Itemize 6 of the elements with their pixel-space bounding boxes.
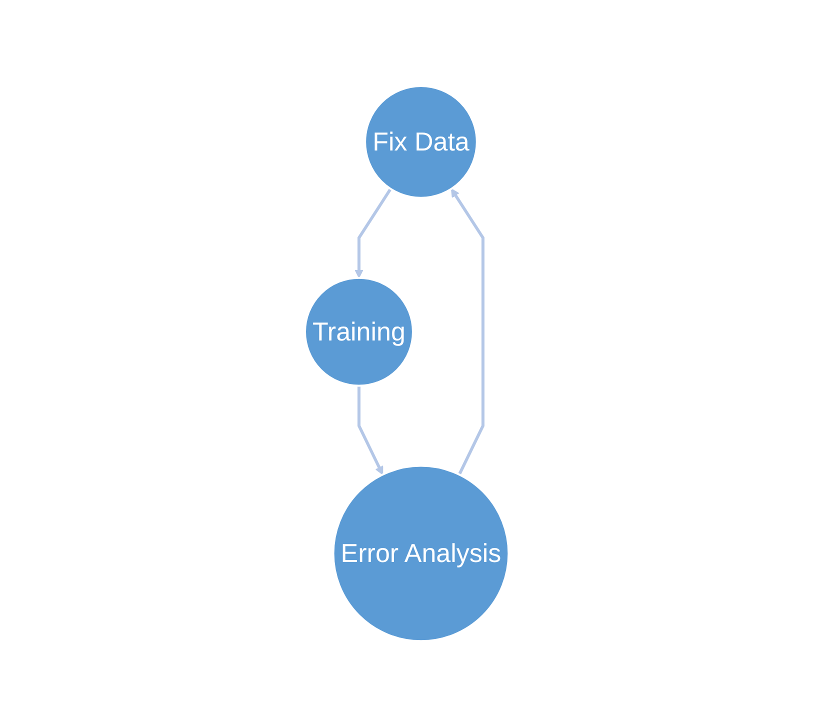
node-circle: Fix Data — [364, 85, 478, 200]
arrow — [450, 188, 484, 476]
arrow — [354, 188, 392, 279]
node-circle: Error Analysis — [332, 465, 510, 643]
node-circle: Training — [304, 277, 414, 388]
arrow — [357, 386, 383, 476]
